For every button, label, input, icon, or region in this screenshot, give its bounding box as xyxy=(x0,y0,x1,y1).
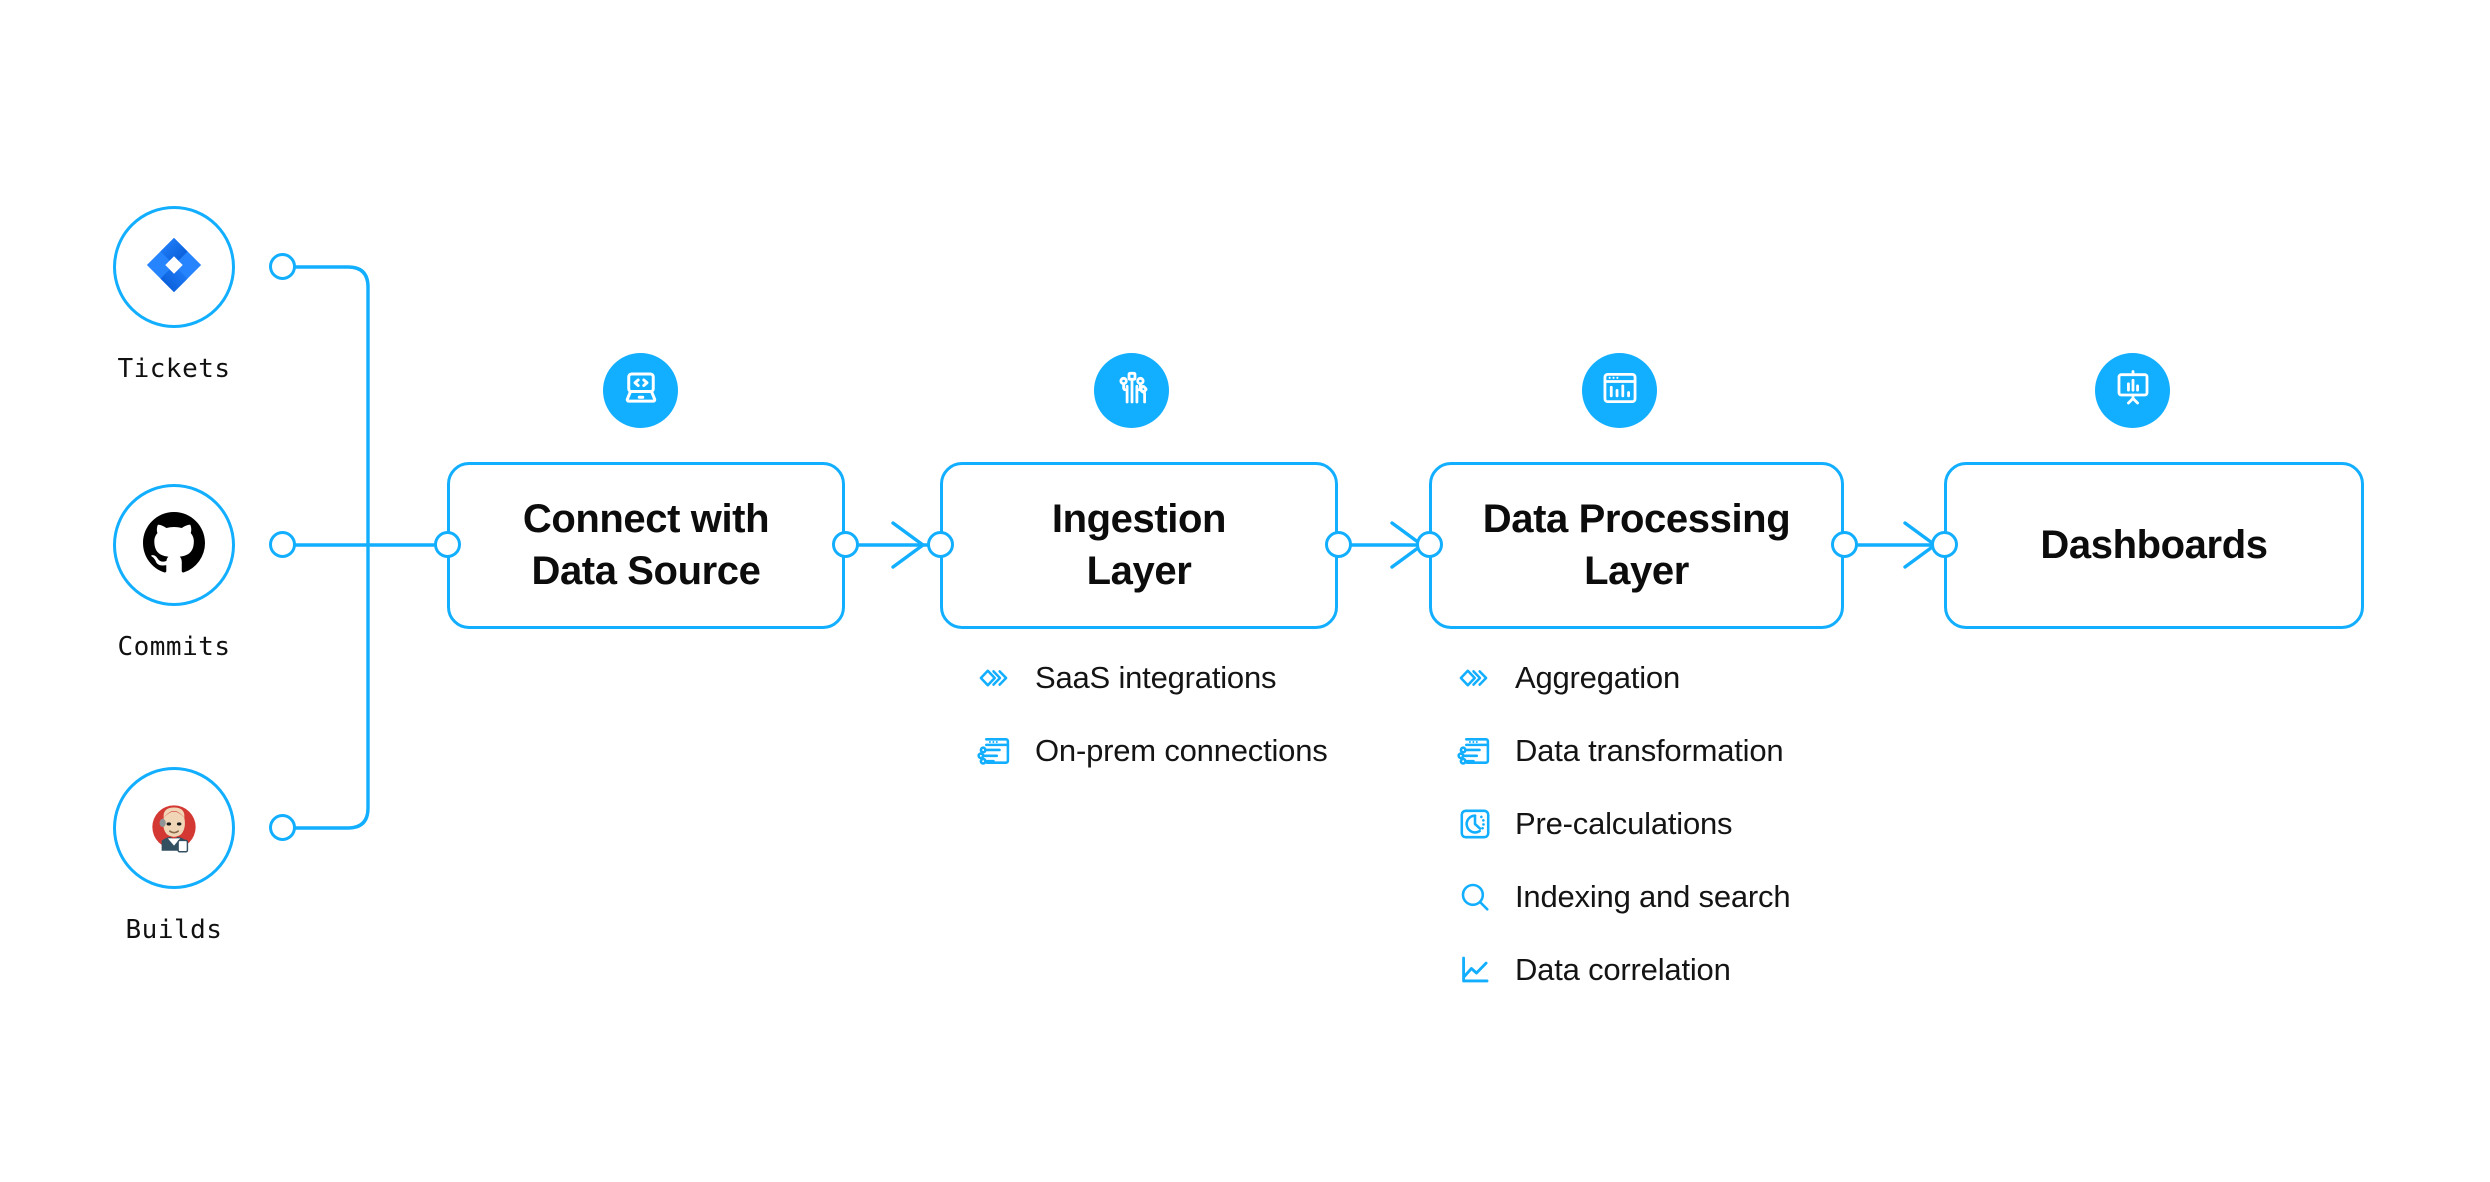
stage-box-data-processing-layer[interactable]: Data Processing Layer xyxy=(1429,462,1844,629)
stage-title-line2: Data Source xyxy=(531,548,761,593)
port-dashboards-left xyxy=(1931,531,1958,558)
feature-list-data-processing-layer: Aggregation Data transformation xyxy=(1455,655,1791,1020)
feature-item: Data transformation xyxy=(1455,728,1790,774)
badge-data-processing-layer xyxy=(1582,353,1657,428)
feature-item: Pre-calculations xyxy=(1455,801,1790,847)
port-ingestion-right xyxy=(1325,531,1352,558)
port-commits xyxy=(269,531,296,558)
source-label-builds: Builds xyxy=(125,915,223,945)
feature-item: Aggregation xyxy=(1455,655,1790,701)
source-label-commits: Commits xyxy=(117,632,231,662)
source-node-builds[interactable]: Builds xyxy=(113,767,235,945)
feature-item: SaaS integrations xyxy=(975,655,1328,701)
port-ingestion-left xyxy=(927,531,954,558)
stage-title-line1: Dashboards xyxy=(2040,522,2268,567)
chevrons-layers-icon xyxy=(1455,658,1495,698)
feature-item: Indexing and search xyxy=(1455,874,1791,920)
feature-label: Indexing and search xyxy=(1515,879,1791,914)
server-window-icon xyxy=(1455,731,1495,771)
stage-box-connect-with-data-source[interactable]: Connect with Data Source xyxy=(447,462,845,629)
stage-title-data-processing-layer: Data Processing Layer xyxy=(1467,494,1806,596)
feature-label: On-prem connections xyxy=(1035,733,1328,768)
line-chart-icon xyxy=(1455,950,1495,990)
source-node-tickets[interactable]: Tickets xyxy=(113,206,235,384)
stage-title-ingestion-layer: Ingestion Layer xyxy=(1036,494,1242,596)
feature-label: Data correlation xyxy=(1515,952,1731,987)
source-circle xyxy=(113,206,235,328)
stage-title-connect-with-data-source: Connect with Data Source xyxy=(507,494,785,596)
badge-connect-with-data-source xyxy=(603,353,678,428)
badge-ingestion-layer xyxy=(1094,353,1169,428)
stage-title-line1: Ingestion xyxy=(1051,497,1227,542)
source-circle xyxy=(113,767,235,889)
circuit-node-icon xyxy=(1111,367,1153,414)
jira-icon xyxy=(143,234,205,301)
arrowhead-connect-ingestion xyxy=(891,521,925,569)
github-icon xyxy=(143,511,205,579)
feature-label: SaaS integrations xyxy=(1035,660,1277,695)
server-window-icon xyxy=(975,731,1015,771)
stage-box-dashboards[interactable]: Dashboards xyxy=(1944,462,2364,629)
port-connect-right xyxy=(832,531,859,558)
feature-label: Pre-calculations xyxy=(1515,806,1733,841)
stage-title-line2: Layer xyxy=(1584,548,1689,593)
chevrons-layers-icon xyxy=(975,658,1015,698)
source-node-commits[interactable]: Commits xyxy=(113,484,235,662)
gauge-square-icon xyxy=(1455,804,1495,844)
source-label-tickets: Tickets xyxy=(117,354,231,384)
port-connect-left xyxy=(434,531,461,558)
window-barchart-icon xyxy=(1599,367,1641,414)
stage-title-line1: Connect with xyxy=(522,497,770,542)
stage-title-dashboards: Dashboards xyxy=(2024,520,2283,571)
wire-tickets-to-trunk xyxy=(281,265,370,547)
laptop-code-icon xyxy=(620,367,662,414)
port-builds xyxy=(269,814,296,841)
badge-dashboards xyxy=(2095,353,2170,428)
source-circle xyxy=(113,484,235,606)
feature-label: Aggregation xyxy=(1515,660,1680,695)
feature-list-ingestion-layer: SaaS integrations On-prem conne xyxy=(975,655,1328,801)
wire-builds-to-trunk xyxy=(281,543,370,830)
presentation-chart-icon xyxy=(2112,367,2154,414)
stage-box-ingestion-layer[interactable]: Ingestion Layer xyxy=(940,462,1338,629)
port-processing-left xyxy=(1416,531,1443,558)
stage-title-line1: Data Processing xyxy=(1482,497,1791,542)
feature-item: Data correlation xyxy=(1455,947,1790,993)
port-processing-right xyxy=(1831,531,1858,558)
port-tickets xyxy=(269,253,296,280)
stage-title-line2: Layer xyxy=(1086,548,1192,593)
feature-label: Data transformation xyxy=(1515,733,1784,768)
feature-item: On-prem connections xyxy=(975,728,1328,774)
jenkins-icon xyxy=(141,793,207,864)
magnifier-icon xyxy=(1455,877,1495,917)
